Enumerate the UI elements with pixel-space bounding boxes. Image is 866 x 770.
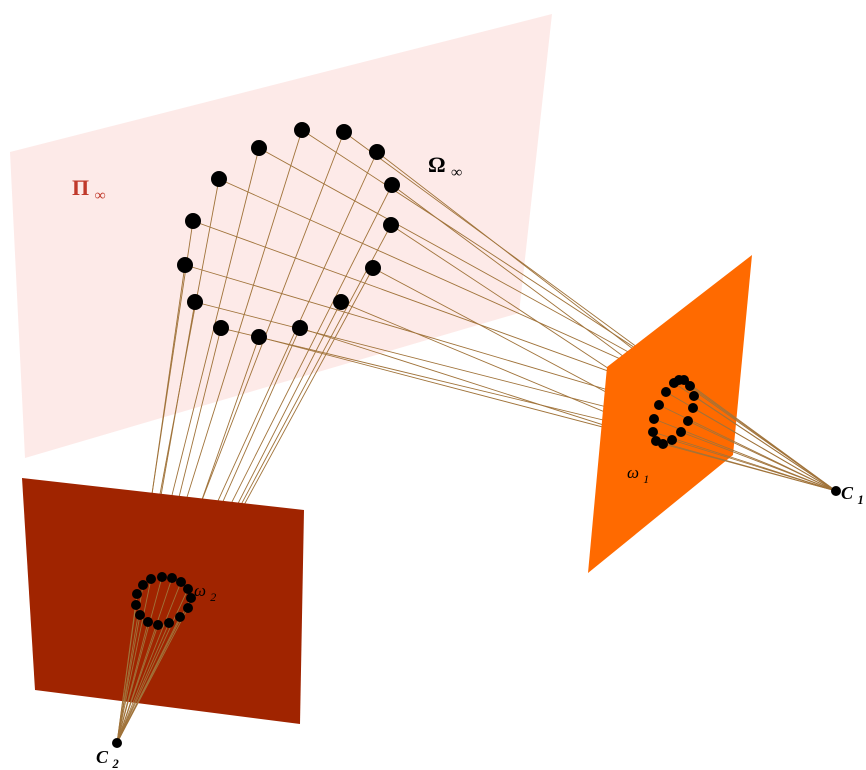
ray-to-camera-2-front (116, 622, 170, 744)
image-conic-1-point (685, 381, 695, 391)
camera-1-center (831, 486, 841, 496)
absolute-conic-point (187, 294, 203, 310)
image-conic-2-point (153, 620, 163, 630)
absolute-conic-point (292, 320, 308, 336)
ray-to-camera-1 (192, 220, 667, 393)
image-conic-2-point (183, 603, 193, 613)
absolute-conic-point (383, 217, 399, 233)
camera-2-label-text: C (96, 747, 109, 767)
image-conic-2-point (175, 612, 185, 622)
image-conic-1-point (676, 427, 686, 437)
image-conic-2-label-subscript: 2 (210, 590, 216, 604)
ray-to-camera-2-front (116, 578, 152, 744)
image-conic-2-point (131, 600, 141, 610)
ray-to-camera-1 (194, 301, 655, 420)
image-conic-2-point (176, 577, 186, 587)
image-conic-2-label: ω 2 (194, 581, 216, 604)
image-conic-1-point (667, 435, 677, 445)
image-conic-1-point (689, 391, 699, 401)
image-conic-1-point (654, 400, 664, 410)
image-conic-2-point (183, 584, 193, 594)
ray-to-camera-2-front (116, 581, 182, 744)
absolute-conic-point (213, 320, 229, 336)
image-conic-1-points (648, 375, 699, 449)
ray-to-camera-2-front (116, 621, 149, 744)
ray-to-camera-1 (301, 129, 685, 381)
absolute-conic-point (365, 260, 381, 276)
ray-to-camera-1 (343, 131, 691, 387)
image-conic-1-point (683, 416, 693, 426)
image-conic-1-label-subscript: 1 (643, 472, 649, 486)
image-conic-2-points (131, 572, 196, 630)
ray-to-camera-1 (258, 336, 657, 442)
camera-1-label-subscript: 1 (858, 493, 864, 507)
absolute-conic-label-text: Ω (428, 152, 446, 177)
ray-to-camera-2-front (116, 616, 181, 744)
image-plane-1 (588, 255, 752, 573)
plane-at-infinity-label-text: Π (72, 175, 89, 200)
ray-to-camera-2-front (116, 607, 189, 744)
ray-to-camera-1 (184, 264, 660, 406)
image-conic-1-point (649, 414, 659, 424)
ray-to-camera-1-front (655, 440, 837, 492)
ray-to-camera-1-front (678, 379, 837, 492)
image-conic-1-label: ω 1 (627, 463, 649, 486)
absolute-conic-point (177, 257, 193, 273)
ray-to-camera-1-front (652, 431, 837, 492)
absolute-conic-point (185, 213, 201, 229)
plane-at-infinity-label: Π ∞ (72, 175, 106, 204)
image-conic-2-point (146, 574, 156, 584)
absolute-conic-point (251, 329, 267, 345)
camera-2-center (112, 738, 122, 748)
ray-to-camera-1 (218, 178, 675, 384)
absolute-conic-point (336, 124, 352, 140)
absolute-conic-label: Ω ∞ (428, 152, 462, 181)
image-plane-2 (22, 478, 304, 724)
plane-at-infinity-label-subscript: ∞ (95, 187, 106, 204)
camera-1-label-text: C (841, 483, 854, 503)
absolute-conic-points (177, 122, 400, 345)
image-conic-2-point (164, 618, 174, 628)
image-conic-1-point (688, 403, 698, 413)
image-conic-2-point (186, 593, 196, 603)
image-conic-1-point (651, 436, 661, 446)
absolute-conic-point (211, 171, 227, 187)
ray-to-camera-2-front (116, 624, 159, 744)
absolute-conic-point (333, 294, 349, 310)
ray-to-camera-1 (220, 327, 654, 433)
absolute-conic-label-subscript: ∞ (451, 164, 462, 181)
camera-1-label: C 1 (841, 483, 864, 507)
image-conic-2-point (132, 589, 142, 599)
plane-at-infinity (10, 14, 552, 458)
camera-1-rays-front (652, 379, 837, 492)
image-conic-1-label-text: ω (627, 463, 639, 482)
ray-to-camera-1-front (673, 382, 837, 492)
image-conic-2-point (167, 573, 177, 583)
absolute-conic-point (251, 140, 267, 156)
image-conic-2-point (157, 572, 167, 582)
image-conic-2-point (143, 617, 153, 627)
ray-to-camera-2-front (116, 593, 138, 744)
absolute-conic-point (294, 122, 310, 138)
absolute-conic-point (369, 144, 385, 160)
absolute-conic-point (384, 177, 400, 193)
image-conic-2-point (135, 610, 145, 620)
image-conic-2-label-text: ω (194, 581, 206, 600)
camera-2-label: C 2 (96, 747, 120, 770)
image-conic-1-point (674, 375, 684, 385)
image-conic-2-point (138, 580, 148, 590)
ray-to-camera-1 (258, 147, 680, 381)
image-conic-1-point (661, 387, 671, 397)
camera-2-label-subscript: 2 (112, 757, 120, 770)
image-conic-1-point (648, 427, 658, 437)
